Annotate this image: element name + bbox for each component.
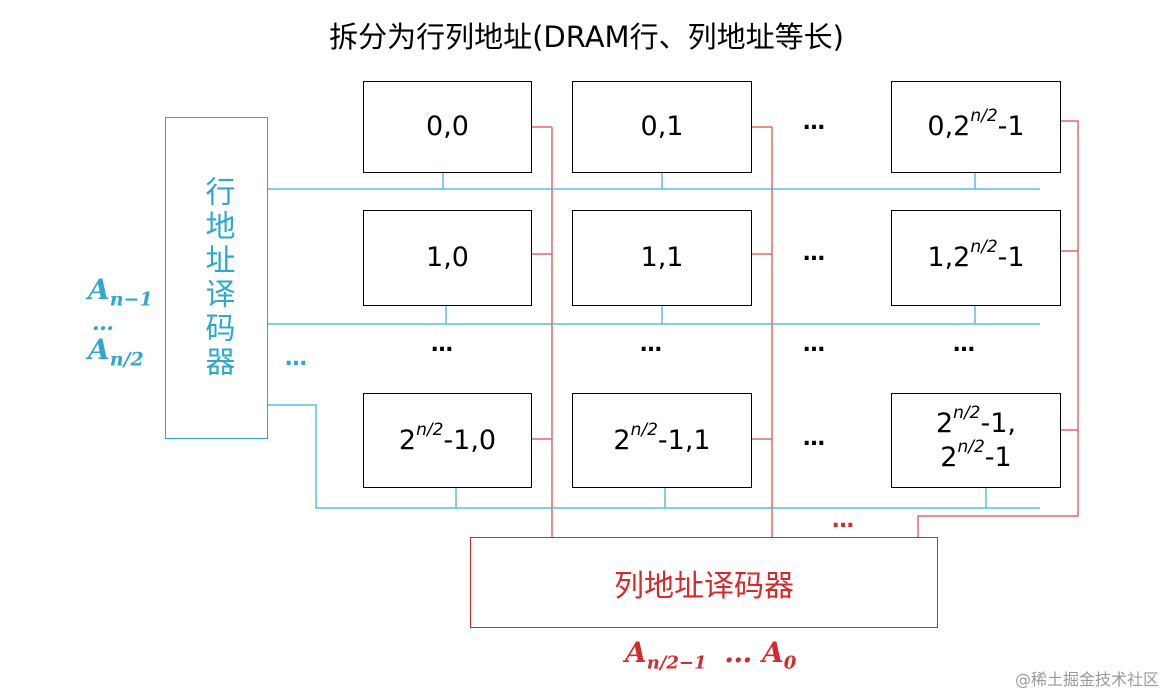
row-address-decoder: 行地址译码器 xyxy=(165,117,268,439)
row-line-last xyxy=(268,404,1040,509)
watermark: @稀土掘金技术社区 xyxy=(1014,670,1159,689)
ellipsis-col0: … xyxy=(431,332,453,357)
ellipsis-row1: … xyxy=(803,241,825,266)
ellipsis-col1: … xyxy=(640,332,662,357)
column-wires xyxy=(532,120,1079,537)
ellipsis-row0: … xyxy=(803,110,825,135)
row-address-dots: … xyxy=(92,310,114,336)
ellipsis-collast: … xyxy=(953,332,975,357)
ellipsis-row-wires: … xyxy=(285,346,307,371)
cell-r0-clast: 0,2n/2-1 xyxy=(891,81,1061,173)
ellipsis-center: … xyxy=(803,332,825,357)
column-address-range: An/2−1 … A0 xyxy=(625,636,797,674)
cell-r0-c0: 0,0 xyxy=(363,81,532,173)
cell-r1-c1: 1,1 xyxy=(572,210,752,306)
ellipsis-rowlast: … xyxy=(803,426,825,451)
ellipsis-column-wires: … xyxy=(832,508,854,533)
row-wires xyxy=(268,173,1040,509)
cell-rlast-c0: 2n/2-1,0 xyxy=(363,393,532,488)
row-decoder-label: 行地址译码器 xyxy=(199,176,235,380)
column-line-last xyxy=(917,120,1079,537)
column-decoder-label: 列地址译码器 xyxy=(614,568,794,604)
diagram-title: 拆分为行列地址(DRAM行、列地址等长) xyxy=(329,20,844,54)
cell-r1-c0: 1,0 xyxy=(363,210,532,306)
row-address-high: An−1 xyxy=(88,273,153,311)
cell-rlast-c1: 2n/2-1,1 xyxy=(572,393,752,488)
row-address-low: An/2 xyxy=(88,333,144,371)
cell-rlast-clast: 2n/2-1, 2n/2-1 xyxy=(891,393,1061,488)
column-address-decoder: 列地址译码器 xyxy=(470,537,938,628)
cell-r1-clast: 1,2n/2-1 xyxy=(891,210,1061,306)
cell-r0-c1: 0,1 xyxy=(572,81,752,173)
